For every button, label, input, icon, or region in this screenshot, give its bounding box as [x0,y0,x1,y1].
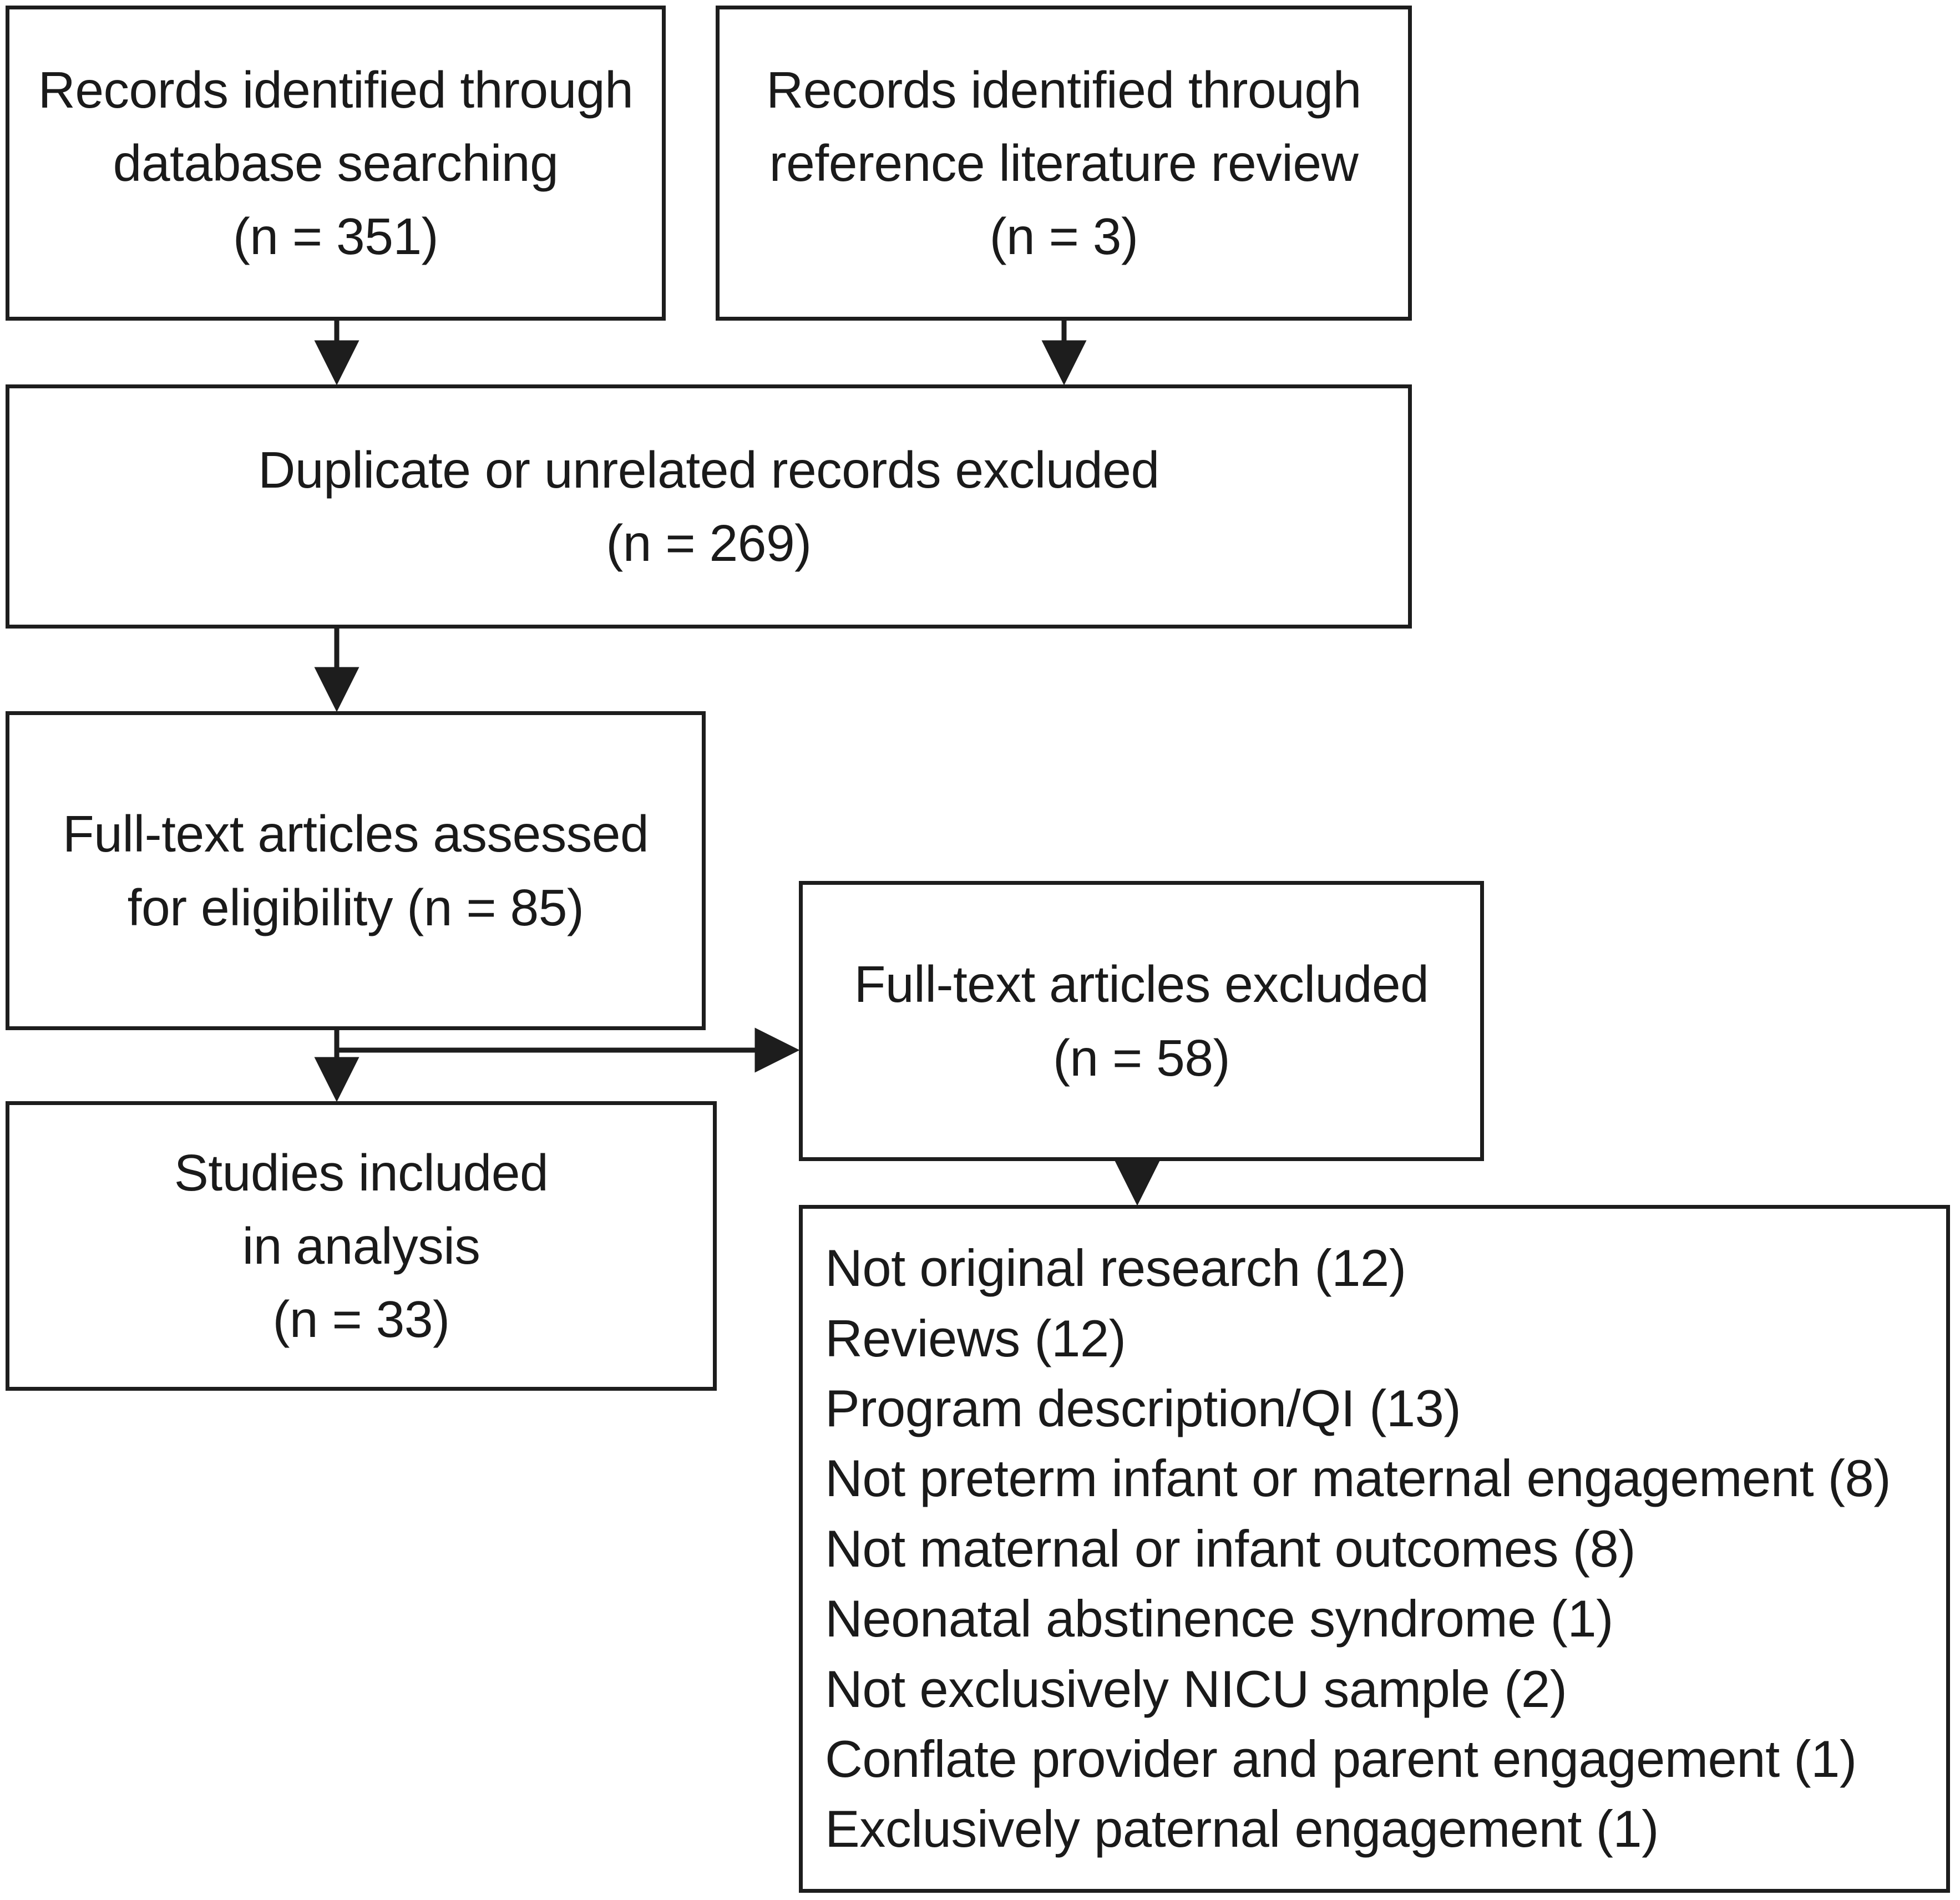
node-records-identified-reference-literature-review: Records identified through reference lit… [716,6,1412,321]
node-line: Full-text articles assessed [62,805,649,863]
node-count: (n = 269) [606,514,812,572]
exclusion-reason-item: Reviews (12) [825,1309,1126,1367]
node-duplicate-or-unrelated-records-excluded: Duplicate or unrelated records excluded … [6,384,1412,629]
node-count: (n = 3) [989,207,1138,266]
exclusion-reason-item: Not preterm infant or maternal engagemen… [825,1449,1891,1508]
exclusion-reason-item: Neonatal abstinence syndrome (1) [825,1589,1613,1648]
exclusion-reason-item: Not original research (12) [825,1239,1406,1298]
node-count: (n = 33) [272,1290,450,1349]
node-count: (n = 351) [232,207,439,266]
node-fulltext-articles-assessed-for-eligibility: Full-text articles assessed for eligibil… [6,711,706,1030]
node-line: Duplicate or unrelated records excluded [258,440,1159,499]
node-fulltext-articles-excluded: Full-text articles excluded (n = 58) [799,881,1484,1161]
node-line: Studies included [174,1143,549,1202]
node-line: reference literature review [769,134,1359,192]
node-line: Full-text articles excluded [854,955,1429,1014]
node-count: for eligibility (n = 85) [127,878,584,936]
node-line: in analysis [242,1217,480,1275]
exclusion-reason-item: Program description/QI (13) [825,1379,1461,1437]
exclusion-reason-item: Conflate provider and parent engagement … [825,1730,1857,1788]
node-line: Records identified through [766,60,1361,119]
node-exclusion-reasons-list: Not original research (12) Reviews (12) … [799,1205,1950,1893]
node-line: Records identified through [38,60,634,119]
exclusion-reason-item: Not maternal or infant outcomes (8) [825,1519,1636,1578]
exclusion-reason-item: Exclusively paternal engagement (1) [825,1800,1659,1858]
exclusion-reason-item: Not exclusively NICU sample (2) [825,1659,1567,1718]
node-line: database searching [113,134,559,192]
node-records-identified-database-searching: Records identified through database sear… [6,6,666,321]
node-count: (n = 58) [1052,1028,1230,1087]
node-studies-included-in-analysis: Studies included in analysis (n = 33) [6,1101,717,1391]
